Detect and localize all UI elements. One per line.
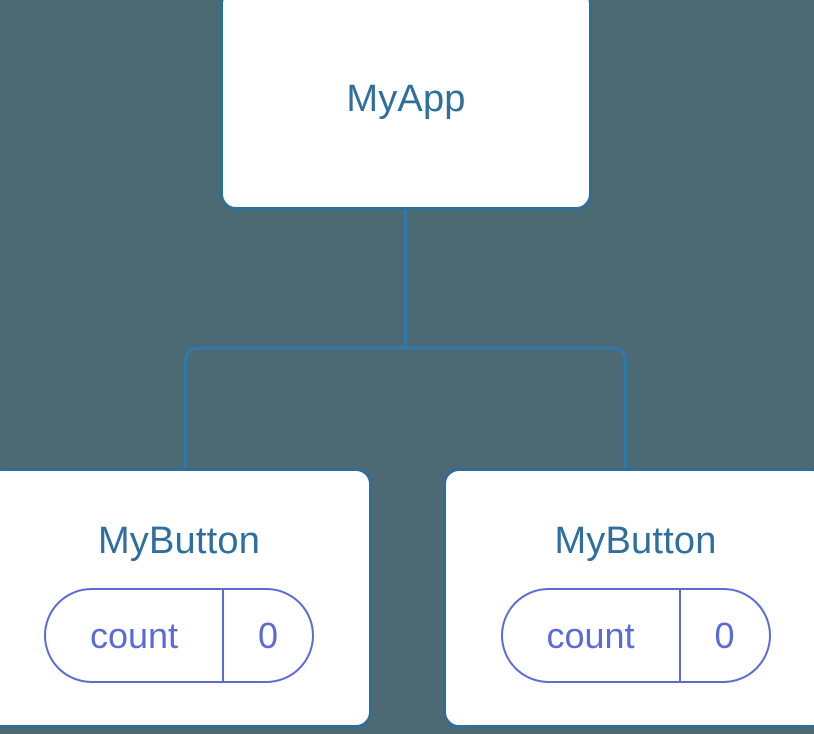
state-pill-left[interactable]: count 0	[44, 588, 314, 683]
state-key-left: count	[89, 614, 179, 656]
state-value-right: 0	[714, 614, 735, 656]
state-value-left: 0	[257, 614, 279, 656]
node-myapp-label: MyApp	[346, 78, 466, 120]
node-mybutton-right-label: MyButton	[554, 520, 717, 562]
connector-to-right-child	[405, 346, 627, 470]
state-pill-right[interactable]: count 0	[500, 588, 771, 683]
connector-to-left-child	[184, 346, 406, 470]
state-key-right: count	[546, 614, 635, 656]
state-pill-divider-right	[678, 590, 681, 681]
node-myapp[interactable]: MyApp	[220, 0, 592, 210]
node-mybutton-left-label: MyButton	[97, 520, 261, 562]
state-pill-divider-left	[222, 590, 224, 681]
node-mybutton-left[interactable]: MyButton count 0	[0, 468, 372, 728]
node-mybutton-right[interactable]: MyButton count 0	[443, 468, 814, 728]
